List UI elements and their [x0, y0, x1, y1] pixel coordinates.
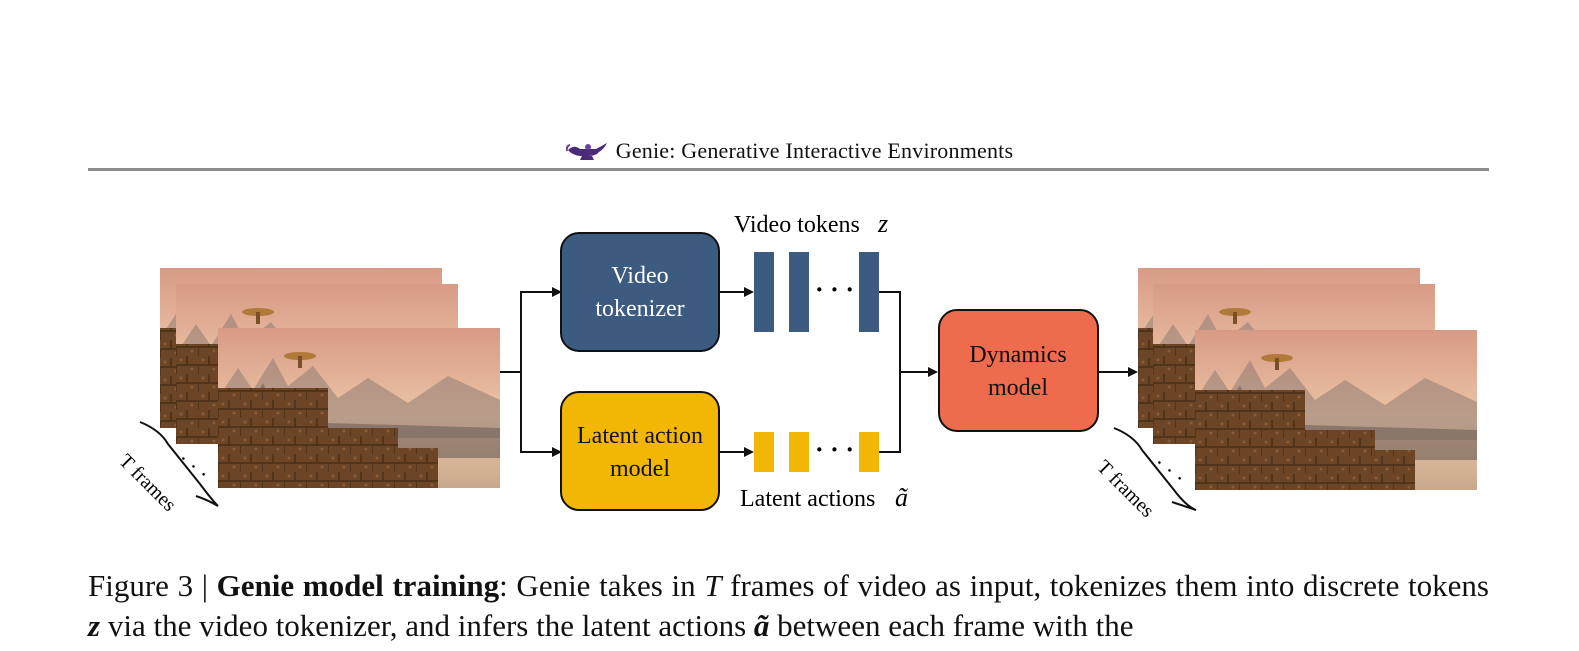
- caption-t-symbol: T: [704, 568, 722, 603]
- latent-action-bar: [789, 432, 809, 472]
- figure-caption: Figure 3 | Genie model training: Genie t…: [88, 566, 1489, 646]
- caption-text-1: : Genie takes in: [499, 568, 705, 603]
- latent-actions-symbol: ã: [895, 483, 908, 512]
- input-frames-stack: [160, 268, 500, 488]
- t-frames-label-right: T frames: [1092, 456, 1158, 522]
- t-frames-label-left: T frames: [114, 450, 180, 516]
- caption-prefix: Figure 3 |: [88, 568, 217, 603]
- architecture-diagram: · · · T frames Video tokenizer Latent ac…: [114, 209, 1477, 522]
- latent-action-label-1: Latent action: [577, 423, 703, 449]
- caption-a-symbol: ã: [753, 608, 770, 643]
- latent-action-bar: [859, 432, 879, 472]
- caption-z-symbol: z: [88, 608, 101, 643]
- video-tokenizer-label-2: tokenizer: [595, 296, 684, 322]
- header-rule: [88, 168, 1489, 171]
- latent-action-block: Latent action model: [560, 391, 720, 511]
- latent-action-label-2: model: [610, 456, 670, 482]
- video-tokenizer-label-1: Video: [611, 263, 668, 289]
- t-frames-brace-left: [139, 421, 219, 507]
- video-tokenizer-block: Video tokenizer: [560, 232, 720, 352]
- output-frames-stack: [1138, 268, 1477, 490]
- video-token-bar: [789, 252, 809, 332]
- video-token-bar: [859, 252, 879, 332]
- caption-bold-title: Genie model training: [216, 568, 500, 603]
- dynamics-label-1: Dynamics: [969, 342, 1066, 368]
- dynamics-label-2: model: [988, 375, 1048, 401]
- latent-action-bars: · · ·: [754, 432, 879, 472]
- latent-action-ellipsis: · · ·: [815, 435, 854, 464]
- ellipsis-left: · · ·: [173, 446, 214, 486]
- ellipsis-right: · · ·: [1149, 450, 1190, 490]
- merge-connector: [879, 291, 938, 453]
- caption-text-4: between each frame with the: [769, 608, 1134, 643]
- video-tokens-label: Video tokens: [734, 212, 860, 238]
- caption-text-3: via the video tokenizer, and infers the …: [100, 608, 754, 643]
- page-header: Genie: Generative Interactive Environmen…: [0, 134, 1579, 168]
- caption-text-2: frames of video as input, tokenizes them…: [721, 568, 1489, 603]
- genie-lamp-icon: [565, 143, 607, 160]
- dynamics-model-block: Dynamics model: [938, 309, 1099, 432]
- header-title: Genie: Generative Interactive Environmen…: [615, 138, 1014, 163]
- latent-actions-label: Latent actions: [740, 486, 875, 512]
- video-token-bars: · · ·: [754, 252, 879, 332]
- video-tokens-symbol: z: [877, 209, 888, 238]
- video-token-ellipsis: · · ·: [815, 275, 854, 304]
- video-token-bar: [754, 252, 774, 332]
- input-split-connector: [500, 287, 562, 457]
- latent-action-bar: [754, 432, 774, 472]
- t-frames-brace-right: [1113, 427, 1197, 511]
